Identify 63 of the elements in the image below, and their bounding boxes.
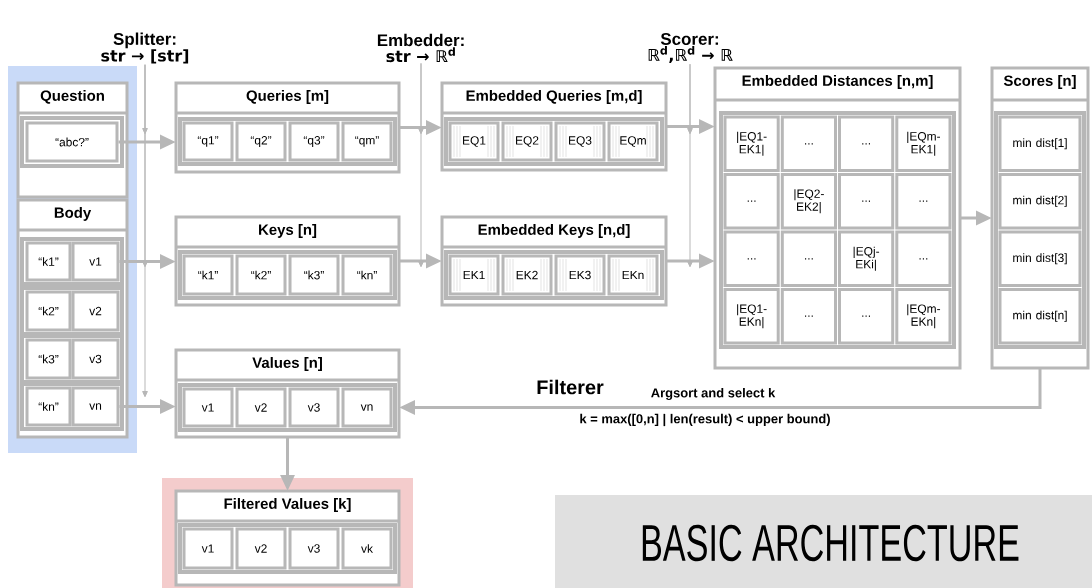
- table-cell: v1: [71, 241, 120, 282]
- formula-text: k = max([0,n] | len(result) < upper bound): [580, 413, 830, 427]
- table-cell: ...: [838, 172, 895, 230]
- arrow: [687, 63, 693, 268]
- table-cell: “kn”: [341, 254, 393, 296]
- table-cell: vn: [341, 387, 393, 428]
- title-banner: BASIC ARCHITECTURE: [555, 495, 1092, 588]
- table-cell: “k1”: [25, 241, 72, 282]
- component-heading: Splitter: str → [str]: [101, 32, 189, 64]
- table-cell: v3: [288, 387, 340, 428]
- component-heading: Embedder: str → ℝ$^{d}$: [377, 33, 464, 63]
- table-cell: ...: [838, 287, 895, 345]
- table-cell: ...: [723, 230, 780, 288]
- table-cell: ...: [780, 230, 837, 288]
- vector-cell: EK2: [501, 254, 553, 296]
- arrow: [142, 64, 148, 398]
- table-cell: v2: [235, 527, 287, 570]
- table-cell: |EQ1- EKn|: [723, 287, 780, 345]
- vector-cell: EKn: [607, 254, 659, 296]
- table-cell: ...: [895, 230, 952, 288]
- table-cell: min dist[n]: [998, 287, 1082, 345]
- table-cell: “q1”: [182, 121, 234, 162]
- table-cell: “qm”: [341, 121, 393, 162]
- table-cell: ...: [723, 172, 780, 230]
- table-cell: ...: [838, 115, 895, 173]
- table-cell: min dist[1]: [998, 115, 1082, 173]
- table-cell: “abc?”: [25, 121, 119, 163]
- table-cell: “k1”: [182, 254, 234, 296]
- table-cell: min dist[3]: [998, 230, 1082, 288]
- table-cell: v3: [288, 527, 340, 570]
- table-cell: v1: [182, 387, 234, 428]
- table-cell: |EQ2- EK2|: [780, 172, 837, 230]
- vector-cell: EQm: [607, 121, 659, 162]
- table-cell: “kn”: [25, 386, 72, 427]
- table-cell: |EQj- EKi|: [838, 230, 895, 288]
- table-cell: |EQm- EKn|: [895, 287, 952, 345]
- table-cell: “k3”: [288, 254, 340, 296]
- table-cell: v1: [182, 527, 234, 570]
- table-cell: vn: [71, 386, 120, 427]
- table-cell: v2: [71, 290, 120, 332]
- vector-cell: EK1: [448, 254, 500, 296]
- table-cell: vk: [341, 527, 393, 570]
- table-cell: min dist[2]: [998, 172, 1082, 230]
- table-cell: ...: [780, 287, 837, 345]
- arrow: [418, 62, 424, 268]
- table-cell: “q2”: [235, 121, 287, 162]
- vector-cell: EQ1: [448, 121, 500, 162]
- table-cell: |EQm- EK1|: [895, 115, 952, 173]
- table-cell: “k2”: [235, 254, 287, 296]
- vector-cell: EQ2: [501, 121, 553, 162]
- table-cell: “k2”: [25, 290, 72, 332]
- table-cell: v2: [235, 387, 287, 428]
- table-cell: “q3”: [288, 121, 340, 162]
- table-cell: “k3”: [25, 338, 72, 380]
- table-cell: |EQ1- EK1|: [723, 115, 780, 173]
- table-cell: ...: [895, 172, 952, 230]
- component-heading: Filterer: [537, 379, 604, 395]
- vector-cell: EQ3: [554, 121, 606, 162]
- component-heading: Scorer: ℝ$^{d}$,ℝ$^{d}$ → ℝ: [648, 33, 733, 63]
- vector-cell: EK3: [554, 254, 606, 296]
- table-cell: ...: [780, 115, 837, 173]
- table-cell: v3: [71, 338, 120, 380]
- edge-label: Argsort and select k: [649, 386, 777, 402]
